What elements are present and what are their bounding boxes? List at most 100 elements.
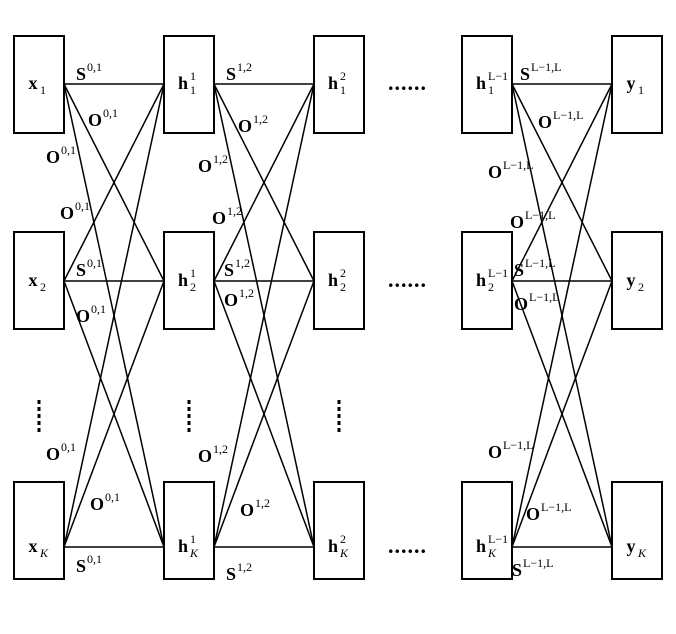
- node-superscript: 1: [190, 69, 196, 83]
- node-subscript: 1: [638, 83, 644, 97]
- node-subscript: 1: [190, 83, 196, 97]
- ellipsis-vertical-dot: [337, 400, 341, 404]
- node-subscript: K: [39, 546, 49, 560]
- ellipsis-horizontal: ......: [388, 533, 427, 558]
- node-box: [13, 231, 65, 330]
- node-superscript: 1: [190, 266, 196, 280]
- node-box: [313, 35, 365, 134]
- node-subscript: K: [487, 546, 497, 560]
- weight-o01-top: O0,1: [88, 106, 118, 130]
- weight-o12-bottom: O1,2: [240, 496, 270, 520]
- ellipsis-vertical-dot: [337, 414, 341, 418]
- node-label: h: [328, 536, 338, 556]
- ellipsis-horizontal: ......: [388, 267, 427, 292]
- node-box: [13, 481, 65, 580]
- weight-o01-bottom: O0,1: [90, 490, 120, 514]
- node-label: h: [476, 536, 486, 556]
- ellipsis-vertical-dot: [187, 421, 191, 425]
- node-label: h: [328, 270, 338, 290]
- node-superscript: L−1: [488, 69, 508, 83]
- node-subscript: 1: [488, 83, 494, 97]
- ellipsis-vertical-dot: [337, 428, 341, 432]
- weight-s01-mid: S0,1: [76, 256, 102, 280]
- weight-s12-top: S1,2: [226, 60, 252, 84]
- weight-o01-left-2: O0,1: [60, 199, 90, 223]
- edge-h2_1-h1_2: [213, 83, 315, 282]
- weight-o12-upper-mid: O1,2: [212, 204, 242, 228]
- weight-s01-bottom: S0,1: [76, 552, 102, 576]
- weight-o01-left-1: O0,1: [46, 143, 76, 167]
- edge-h2_L1-y1: [511, 83, 613, 282]
- node-box: [461, 35, 513, 134]
- ellipsis-vertical-dot: [187, 414, 191, 418]
- node-box: [611, 481, 663, 580]
- weight-s01-top: S0,1: [76, 60, 102, 84]
- node-subscript: 2: [40, 280, 46, 294]
- weight-oL-bottom: OL−1,L: [526, 500, 571, 524]
- node-label: y: [627, 270, 636, 290]
- node-label: h: [476, 73, 486, 93]
- node-subscript: 2: [340, 280, 346, 294]
- edge-xK-h2_1: [63, 280, 165, 548]
- node-label: x: [29, 536, 38, 556]
- ellipsis-horizontal: ......: [388, 70, 427, 95]
- ellipsis-vertical-dot: [37, 407, 41, 411]
- node-box: [313, 481, 365, 580]
- weight-oL-lower-left: OL−1,L: [488, 438, 533, 462]
- node-label: h: [178, 270, 188, 290]
- ellipsis-vertical-dot: [187, 407, 191, 411]
- node-box: [13, 35, 65, 134]
- node-label: h: [178, 536, 188, 556]
- weight-s12-mid: S1,2: [224, 256, 250, 280]
- weight-oL-top: OL−1,L: [538, 108, 583, 132]
- weight-sL-mid: SL−1,L: [514, 256, 555, 280]
- node-box: [461, 481, 513, 580]
- weight-o12-top: O1,2: [238, 112, 268, 136]
- node-subscript: K: [339, 546, 349, 560]
- node-label: h: [476, 270, 486, 290]
- node-superscript: 2: [340, 266, 346, 280]
- ellipsis-vertical-dot: [187, 428, 191, 432]
- weight-oL-mid: OL−1,L: [514, 290, 559, 314]
- node-superscript: L−1: [488, 532, 508, 546]
- weight-oL-left: OL−1,L: [488, 158, 533, 182]
- node-subscript: 1: [340, 83, 346, 97]
- node-label: h: [178, 73, 188, 93]
- node-label: x: [29, 270, 38, 290]
- node-box: [611, 35, 663, 134]
- connection-edges: [63, 83, 613, 548]
- weight-o12-lower-left: O1,2: [198, 442, 228, 466]
- node-box: [163, 481, 215, 580]
- node-box: [461, 231, 513, 330]
- weight-sL-bottom: SL−1,L: [512, 556, 553, 580]
- node-superscript: L−1: [488, 266, 508, 280]
- edge-hK_L1-y1: [511, 83, 613, 548]
- ellipsis-markers: ..................: [37, 70, 427, 558]
- node-label: h: [328, 73, 338, 93]
- ellipsis-vertical-dot: [187, 400, 191, 404]
- node-label: y: [627, 73, 636, 93]
- ellipsis-vertical-dot: [37, 428, 41, 432]
- edge-xK-h1_1: [63, 83, 165, 548]
- node-box: [313, 231, 365, 330]
- ellipsis-vertical-dot: [37, 400, 41, 404]
- edge-hK_L1-y2: [511, 280, 613, 548]
- ellipsis-vertical-dot: [37, 414, 41, 418]
- node-subscript: 2: [488, 280, 494, 294]
- node-label: y: [627, 536, 636, 556]
- node-box: [163, 35, 215, 134]
